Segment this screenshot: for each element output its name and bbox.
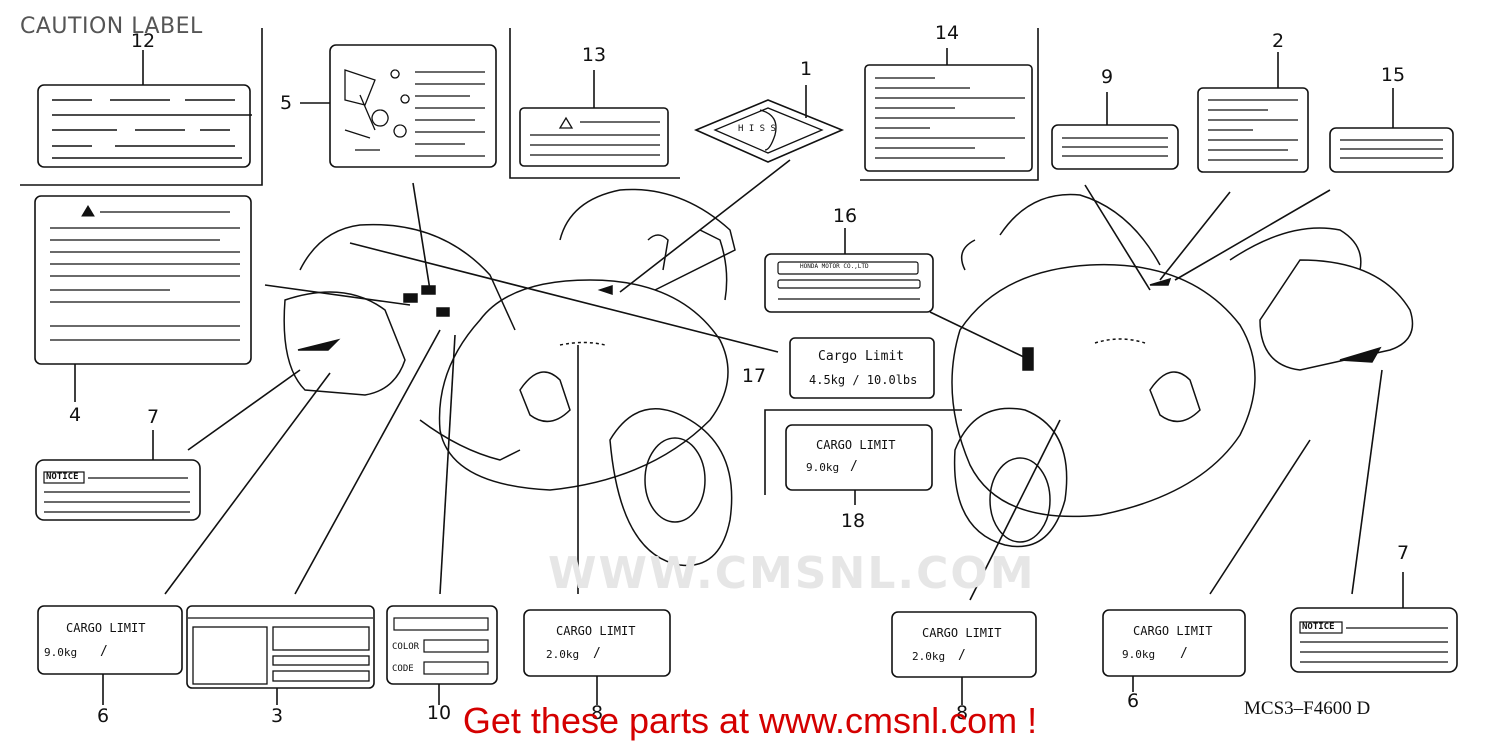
cargo-slash: /: [958, 648, 966, 663]
label-8-right: [891, 419, 1061, 705]
label-7-left: [35, 369, 301, 521]
label-13: [509, 28, 680, 179]
label-12: [20, 28, 263, 186]
left-motorcycle: [283, 188, 736, 567]
callout-number: 3: [270, 705, 284, 727]
callout-number: 13: [581, 44, 607, 66]
callout-number: 15: [1380, 64, 1406, 86]
callout-number: 7: [146, 406, 160, 428]
cargo-limit-title: CARGO LIMIT: [922, 626, 1002, 640]
label-6-right: [1102, 439, 1311, 692]
code-field: CODE: [392, 664, 414, 674]
callout-number: 10: [426, 702, 452, 724]
callout-number: 2: [1271, 30, 1285, 52]
label-5: [300, 44, 497, 291]
callout-number: 14: [934, 22, 960, 44]
label-16: [764, 228, 1031, 361]
callout-number: 1: [799, 58, 813, 80]
label-9: [1051, 92, 1179, 291]
callout-number: 18: [840, 510, 866, 532]
diagram-code: MCS3–F4600 D: [1244, 698, 1371, 719]
label-3: [186, 329, 441, 705]
cargo-weight: 2.0kg: [546, 648, 580, 661]
callout-number: 5: [279, 92, 293, 114]
callout-number: 17: [741, 365, 767, 387]
label-14: [860, 28, 1039, 181]
label-10: [386, 334, 498, 705]
callout-number: 6: [96, 705, 110, 727]
cargo-slash: /: [100, 644, 108, 659]
promo-banner[interactable]: Get these parts at www.cmsnl.com !: [462, 700, 1038, 741]
label-4: [34, 195, 411, 402]
callout-number: 7: [1396, 542, 1410, 564]
callout-number: 12: [130, 30, 156, 52]
label-6-left: [37, 372, 331, 705]
cargo-slash: /: [593, 646, 601, 661]
hiss-text: H I S S: [738, 124, 776, 134]
cargo-limit-title: CARGO LIMIT: [66, 621, 146, 635]
label-1: [619, 85, 845, 293]
cargo-limit-title: Cargo Limit: [818, 349, 905, 364]
notice-tag: NOTICE: [46, 472, 79, 482]
label-15: [1174, 88, 1454, 281]
label-8-left: [523, 345, 671, 705]
cargo-weight: 4.5kg / 10.0lbs: [809, 373, 918, 387]
cargo-weight: 9.0kg: [44, 646, 78, 659]
callout-number: 8: [955, 702, 969, 724]
callout-number: 16: [832, 205, 858, 227]
page-title: CAUTION LABEL: [20, 14, 203, 39]
label-17: [349, 242, 935, 399]
color-field: COLOR: [392, 642, 420, 652]
callout-number: 4: [68, 404, 82, 426]
right-motorcycle: [951, 193, 1414, 548]
cargo-slash: /: [850, 459, 858, 474]
cargo-weight: 9.0kg: [1122, 648, 1156, 661]
cargo-weight: 9.0kg: [806, 461, 840, 474]
label-2: [1159, 52, 1309, 281]
notice-tag: NOTICE: [1302, 622, 1335, 632]
cargo-weight: 2.0kg: [912, 650, 946, 663]
cargo-limit-title: CARGO LIMIT: [556, 624, 636, 638]
cargo-limit-title: CARGO LIMIT: [816, 438, 896, 452]
label-7-right: [1290, 369, 1458, 673]
callout-number: 6: [1126, 690, 1140, 712]
maker-text: HONDA MOTOR CO.,LTD: [800, 263, 869, 270]
callout-number: 8: [590, 702, 604, 724]
cargo-limit-title: CARGO LIMIT: [1133, 624, 1213, 638]
label-18: [764, 409, 962, 505]
cargo-slash: /: [1180, 646, 1188, 661]
watermark: WWW.CMSNL.COM: [548, 548, 1036, 599]
callout-number: 9: [1100, 66, 1114, 88]
